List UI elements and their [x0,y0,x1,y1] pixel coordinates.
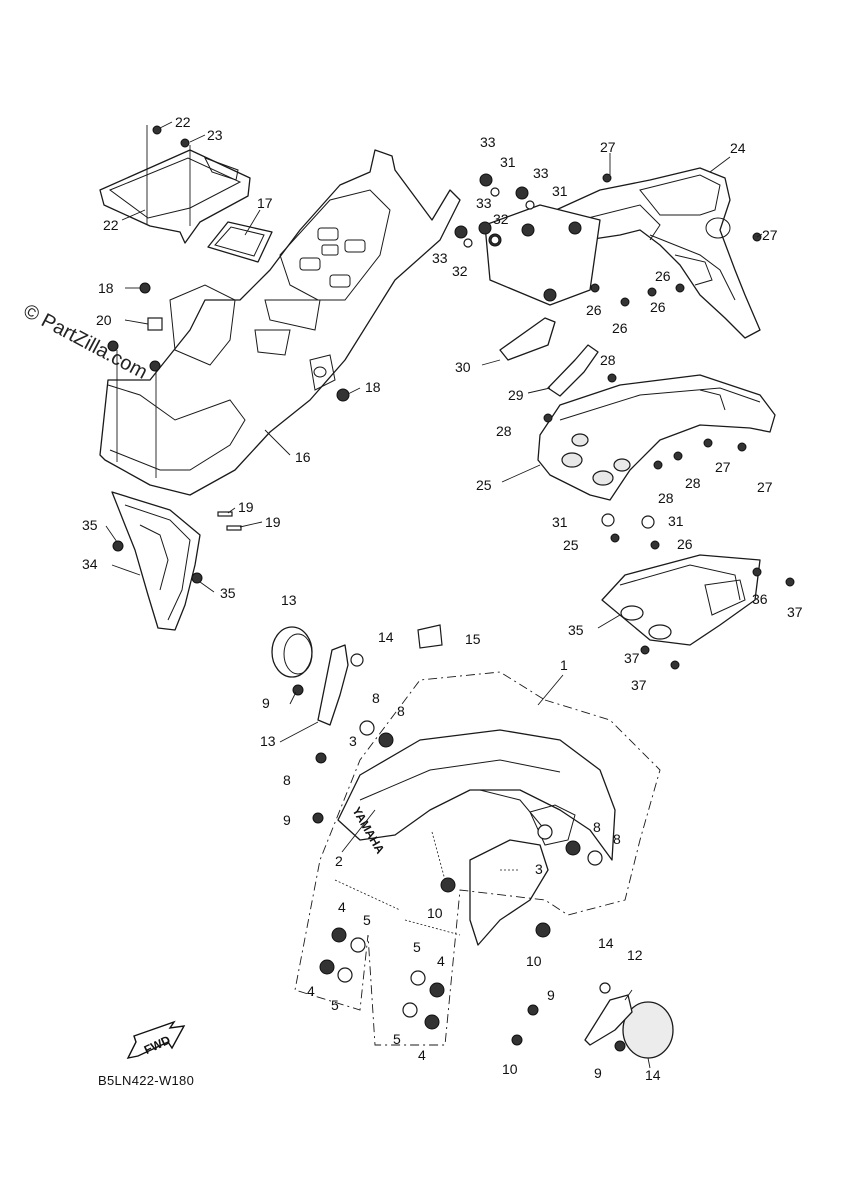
callout-28: 28 [600,352,616,368]
callout-2: 2 [335,853,343,869]
callout-33: 33 [480,134,496,150]
rear-bracket-part-24 [537,374,776,501]
callout-19: 19 [238,499,254,515]
callout-31: 32 [493,211,509,227]
callout-28: 28 [496,423,512,439]
callout-6: 8 [397,703,405,719]
callout-17: 17 [257,195,273,211]
rear-fender-part-16 [99,149,461,496]
callout-5: 5 [331,997,339,1013]
front-fender-part-1: YAMAHA [337,729,616,946]
callout-8: 10 [502,1061,518,1077]
callout-37: 37 [631,677,647,693]
callout-28: 28 [685,475,701,491]
callout-19: 19 [265,514,281,530]
reflector-part-13-left [271,626,313,678]
callout-8: 9 [283,812,291,828]
callout-33: 33 [476,195,492,211]
bracket-part-11 [584,994,633,1046]
callout-10: 10 [427,905,443,921]
callout-3: 3 [349,733,357,749]
callout-5: 5 [363,912,371,928]
callout-numbers: 22 23 22 17 18 20 18 16 19 19 35 34 35 3… [82,114,803,1083]
callout-37: 37 [624,650,640,666]
callout-26: 26 [612,320,628,336]
seat-bracket-upper [484,204,601,306]
callout-32: 31 [668,513,684,529]
callout-21: 22 [103,217,119,233]
callout-31: 32 [452,263,468,279]
callout-33: 33 [533,165,549,181]
callout-6: 8 [593,819,601,835]
callout-5: 5 [413,939,421,955]
callout-27: 27 [757,479,773,495]
callout-13: 13 [281,592,297,608]
diagram-code: B5LN422-W180 [98,1073,195,1088]
callout-7: 8 [372,690,380,706]
callout-9: 9 [594,1065,602,1081]
callout-9: 9 [262,695,270,711]
callout-31: 31 [552,183,568,199]
hardware-items [107,125,795,1052]
callout-12: 13 [260,733,276,749]
callout-5: 5 [393,1031,401,1047]
callout-8: 8 [283,772,291,788]
callout-4: 4 [418,1047,426,1063]
mount-lines [334,831,520,936]
callout-4: 4 [307,983,315,999]
callout-33: 33 [432,250,448,266]
fender-bracket-part-12 [317,644,349,726]
callout-28: 28 [658,490,674,506]
callout-24: 25 [476,477,492,493]
callout-14: 14 [378,629,394,645]
callout-23: 24 [730,140,746,156]
fender-assembly-outline [294,671,661,1046]
callout-18: 18 [98,280,114,296]
callout-26: 26 [586,302,602,318]
callout-29: 29 [508,387,524,403]
callout-14: 14 [598,935,614,951]
callout-35: 35 [220,585,236,601]
callout-22: 23 [207,127,223,143]
callout-20: 20 [96,312,112,328]
callout-30: 30 [455,359,471,375]
callout-7: 8 [613,831,621,847]
callout-34: 34 [82,556,98,572]
band-parts-29-30 [499,317,599,397]
callout-27: 27 [762,227,778,243]
callout-4: 4 [338,899,346,915]
tail-cowl-part-23 [544,167,761,339]
callout-37: 36 [752,591,768,607]
callout-15: 15 [465,631,481,647]
fwd-arrow-icon: FWD [126,1020,186,1059]
callout-32: 31 [552,514,568,530]
callout-31: 31 [500,154,516,170]
callout-10: 10 [526,953,542,969]
callout-3: 3 [535,861,543,877]
rear-mudguard-part-34 [111,491,201,631]
battery-tray-part-21 [99,125,251,244]
callout-37: 37 [787,604,803,620]
callout-13: 14 [645,1067,661,1083]
callout-36: 35 [568,622,584,638]
callout-16: 16 [295,449,311,465]
callout-18: 18 [365,379,381,395]
callout-1: 1 [560,657,568,673]
callout-26: 26 [655,268,671,284]
callout-35: 35 [82,517,98,533]
callout-4: 4 [437,953,445,969]
callout-27: 27 [600,139,616,155]
callout-11: 12 [627,947,643,963]
callout-26: 26 [650,299,666,315]
callout-27: 27 [715,459,731,475]
callout-8: 9 [547,987,555,1003]
callout-25: 25 [563,537,579,553]
callout-22: 22 [175,114,191,130]
cover-part-17 [207,221,273,263]
callout-25: 26 [677,536,693,552]
license-flap-part-36 [601,554,761,646]
callout-leaders [105,121,763,1069]
